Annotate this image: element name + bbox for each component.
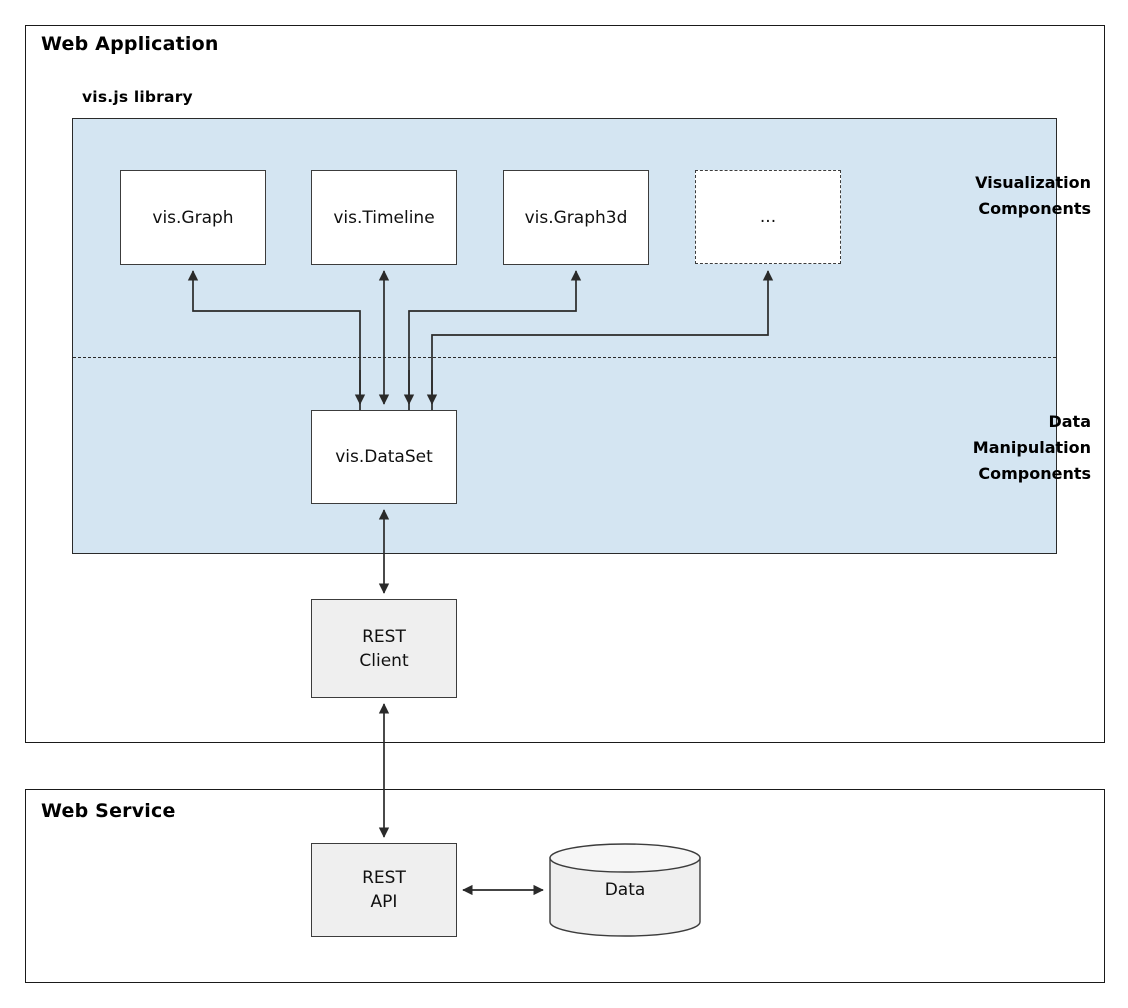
node-data-store[interactable]: Data (549, 843, 701, 937)
node-vis-timeline[interactable]: vis.Timeline (311, 170, 457, 265)
database-cylinder-icon (549, 843, 701, 937)
data-manipulation-components-label: Data Manipulation Components (972, 412, 1091, 483)
node-rest-client[interactable]: REST Client (311, 599, 457, 698)
node-rest-api[interactable]: REST API (311, 843, 457, 937)
web-service-title: Web Service (41, 800, 176, 822)
visjs-library-title: vis.js library (82, 88, 193, 106)
node-vis-dataset[interactable]: vis.DataSet (311, 410, 457, 504)
visualization-components-label: Visualization Components (975, 173, 1091, 218)
node-vis-graph3d[interactable]: vis.Graph3d (503, 170, 649, 265)
node-ellipsis-placeholder[interactable]: ... (695, 170, 841, 264)
layer-divider (73, 357, 1056, 358)
web-service-container (25, 789, 1105, 983)
web-application-title: Web Application (41, 33, 219, 55)
web-application-container (25, 25, 1105, 743)
node-vis-graph[interactable]: vis.Graph (120, 170, 266, 265)
